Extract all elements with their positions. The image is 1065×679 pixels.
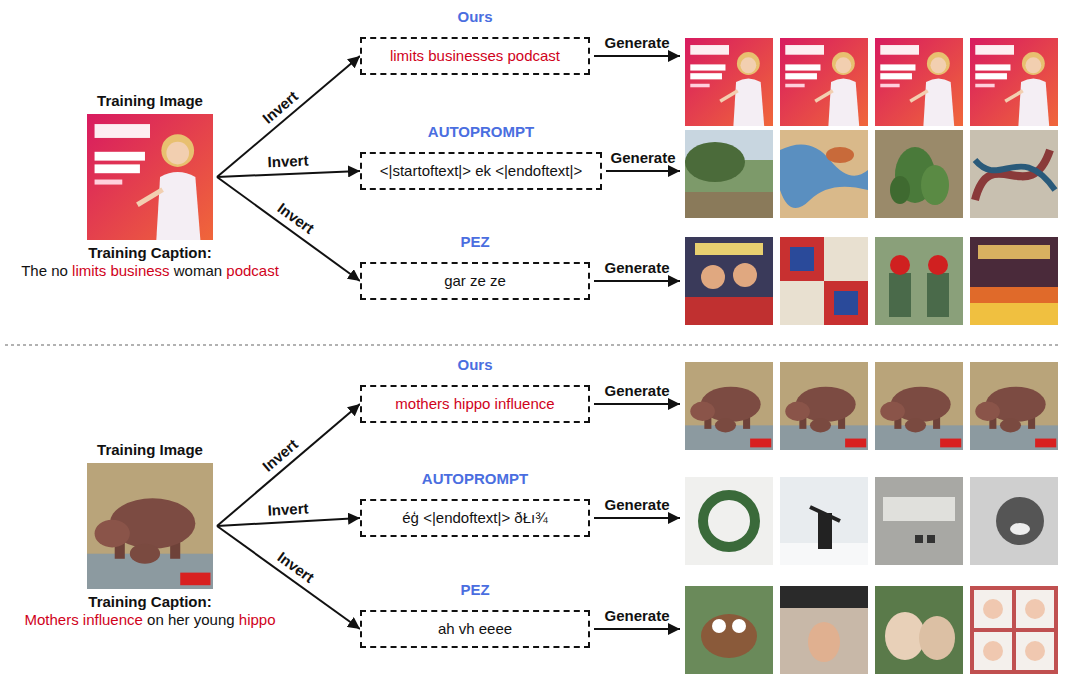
generate-label: Generate [604, 259, 669, 276]
generate-label: Generate [604, 496, 669, 513]
generate-arrow [594, 628, 680, 630]
caption-word: woman [174, 262, 222, 279]
method-name: PEZ [360, 581, 590, 599]
prompt-box: PEZ gar ze ze [360, 233, 590, 300]
prompt-box: Ours mothers hippo influence [360, 356, 590, 423]
generated-image [780, 586, 868, 674]
image-slot [87, 463, 213, 589]
generated-image [685, 477, 773, 565]
prompt-box: AUTOPROMPT <|startoftext|> ek <|endoftext… [360, 123, 602, 190]
generated-image [780, 237, 868, 325]
method-name: Ours [360, 8, 590, 26]
prompt-text: éģ <|endoftext|> ðŁı¾ [360, 499, 590, 537]
edge-label: Invert [267, 152, 309, 171]
caption-label: Training Caption: [10, 244, 290, 262]
generated-image [970, 237, 1058, 325]
caption-word: young [194, 611, 235, 628]
training-image [87, 114, 213, 240]
generate-arrow [594, 403, 680, 405]
training-image [87, 463, 213, 589]
method-name: AUTOPROMPT [360, 470, 590, 488]
caption-text: The no limits business woman podcast [10, 262, 290, 280]
caption-text: Mothers influence on her young hippo [10, 611, 290, 629]
generated-image [685, 38, 773, 126]
generated-image [685, 586, 773, 674]
caption-word: no [51, 262, 68, 279]
method-name: Ours [360, 356, 590, 374]
generate-label: Generate [604, 607, 669, 624]
caption-word: limits [72, 262, 106, 279]
edge-label: Invert [259, 435, 301, 474]
training-sample: Training ImageTraining Caption:Mothers i… [10, 441, 290, 629]
prompt-text: gar ze ze [360, 262, 590, 300]
generated-image [780, 38, 868, 126]
generate-arrow [594, 280, 680, 282]
generate-arrow [594, 517, 680, 519]
prompt-text: limits businesses podcast [360, 37, 590, 75]
prompt-box: AUTOPROMPT éģ <|endoftext|> ðŁı¾ [360, 470, 590, 537]
prompt-text: mothers hippo influence [360, 385, 590, 423]
generated-image [875, 130, 963, 218]
generated-image [780, 130, 868, 218]
invert-arrow [217, 526, 360, 629]
generated-image [875, 237, 963, 325]
caption-word: business [110, 262, 169, 279]
invert-arrow [217, 404, 360, 526]
generated-image [875, 38, 963, 126]
generated-image [970, 586, 1058, 674]
caption-label: Training Caption: [10, 593, 290, 611]
prompt-box: PEZ ah vh eeee [360, 581, 590, 648]
caption-word: Mothers [24, 611, 78, 628]
separator [5, 344, 1060, 345]
caption-word: hippo [239, 611, 276, 628]
generate-label: Generate [604, 382, 669, 399]
invert-arrow [217, 56, 360, 177]
invert-arrow [217, 518, 360, 526]
edge-label: Invert [275, 200, 318, 238]
generated-image [685, 362, 773, 450]
image-title: Training Image [10, 92, 290, 110]
generated-image [780, 362, 868, 450]
generated-image [970, 477, 1058, 565]
edge-label: Invert [267, 499, 309, 518]
generate-arrow [594, 55, 680, 57]
invert-arrow [217, 177, 360, 281]
generated-image [685, 237, 773, 325]
method-name: AUTOPROMPT [360, 123, 602, 141]
generated-image [875, 586, 963, 674]
prompt-text: ah vh eeee [360, 610, 590, 648]
edge-label: Invert [259, 87, 301, 126]
invert-arrow [217, 171, 360, 177]
generated-image [780, 477, 868, 565]
edge-label: Invert [275, 548, 318, 586]
training-sample: Training ImageTraining Caption:The no li… [10, 92, 290, 280]
generated-image [970, 130, 1058, 218]
generated-image [970, 38, 1058, 126]
caption-word: podcast [226, 262, 279, 279]
image-slot [87, 114, 213, 240]
generate-label: Generate [604, 34, 669, 51]
image-title: Training Image [10, 441, 290, 459]
generate-arrow [606, 170, 680, 172]
generate-label: Generate [610, 149, 675, 166]
prompt-text: <|startoftext|> ek <|endoftext|> [360, 152, 602, 190]
caption-word: influence [83, 611, 143, 628]
caption-word: on [147, 611, 164, 628]
generated-image [875, 362, 963, 450]
method-name: PEZ [360, 233, 590, 251]
generated-image [875, 477, 963, 565]
prompt-box: Ours limits businesses podcast [360, 8, 590, 75]
caption-word: her [168, 611, 190, 628]
caption-word: The [21, 262, 47, 279]
generated-image [685, 130, 773, 218]
generated-image [970, 362, 1058, 450]
